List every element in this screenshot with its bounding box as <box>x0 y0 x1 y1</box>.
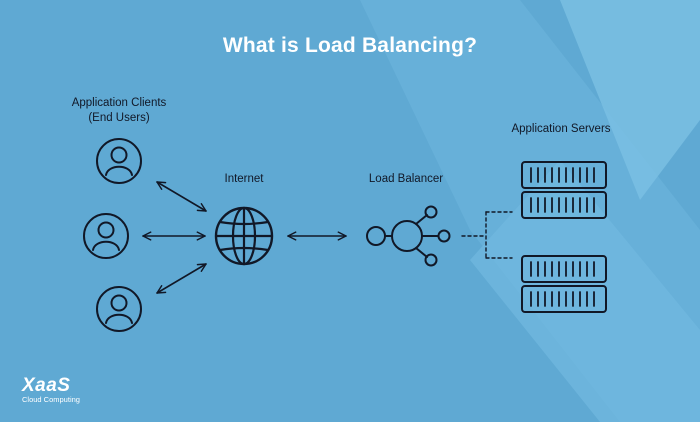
double-arrow-icon <box>156 263 207 294</box>
xaas-logo: XaaS Cloud Computing <box>22 375 80 405</box>
double-arrow-icon <box>156 181 207 212</box>
servers-label: Application Servers <box>511 123 611 135</box>
logo-name: XaaS <box>22 375 71 396</box>
user-icon <box>96 138 142 184</box>
user-icon <box>83 213 129 259</box>
clients-label: Application Clients (End Users) <box>44 96 194 126</box>
globe-icon <box>214 206 274 266</box>
load-balancer-icon <box>366 205 451 267</box>
page-title: What is Load Balancing? <box>222 34 478 57</box>
bg-corner-shape <box>560 0 700 200</box>
internet-label: Internet <box>224 173 264 185</box>
load-balancer-label: Load Balancer <box>368 173 444 185</box>
server-icon <box>521 161 607 219</box>
logo-tagline: Cloud Computing <box>22 395 80 404</box>
clients-label-line1: Application Clients <box>71 97 167 109</box>
dashed-connector <box>461 211 513 259</box>
server-icon <box>521 255 607 313</box>
user-icon <box>96 286 142 332</box>
clients-label-line2: (End Users) <box>88 112 150 124</box>
bg-lower-band <box>470 160 700 422</box>
